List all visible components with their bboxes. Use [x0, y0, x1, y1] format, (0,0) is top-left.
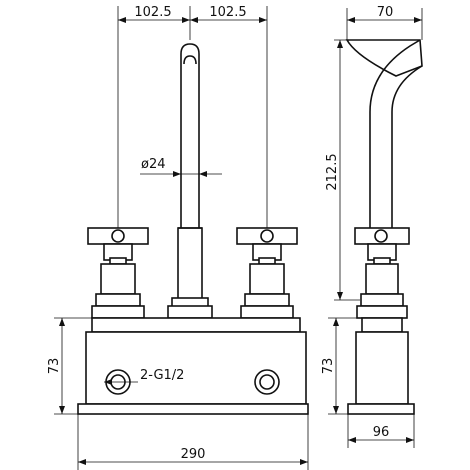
base-depth-dimension: 96 — [347, 414, 415, 448]
spout-height-dimension: 212.5 — [325, 39, 360, 301]
side-view: 70 212.5 — [321, 5, 423, 448]
spout-diameter-label: ø24 — [141, 157, 166, 172]
overall-width-dimension: 290 — [77, 414, 309, 470]
front-height-dimension: 73 — [47, 317, 92, 415]
side-base — [347, 317, 415, 415]
front-view: 102.5 102.5 ø24 — [47, 5, 309, 470]
right-cross-handle — [236, 227, 298, 319]
spout-offset-dimension: 70 — [346, 5, 423, 40]
spread-left-label: 102.5 — [134, 5, 171, 20]
connection-label: 2-G1/2 — [140, 368, 184, 383]
side-handle — [354, 227, 410, 319]
base-depth-label: 96 — [373, 425, 390, 440]
spout-height-label: 212.5 — [325, 153, 340, 190]
spout-flange — [167, 305, 213, 319]
front-height-label: 73 — [47, 358, 62, 375]
base-box — [77, 317, 309, 415]
spout-diameter-dimension: ø24 — [140, 157, 222, 177]
side-height-label: 73 — [321, 358, 336, 375]
spout-body — [177, 227, 203, 301]
connection-callout: 2-G1/2 — [104, 368, 184, 385]
spout — [178, 43, 202, 229]
left-cross-handle — [87, 227, 149, 319]
side-spout — [345, 39, 423, 228]
side-height-dimension: 73 — [321, 317, 362, 415]
overall-width-label: 290 — [181, 447, 206, 462]
spread-right-label: 102.5 — [209, 5, 246, 20]
top-spread-dimension: 102.5 102.5 — [117, 5, 268, 232]
spout-offset-label: 70 — [377, 5, 394, 20]
